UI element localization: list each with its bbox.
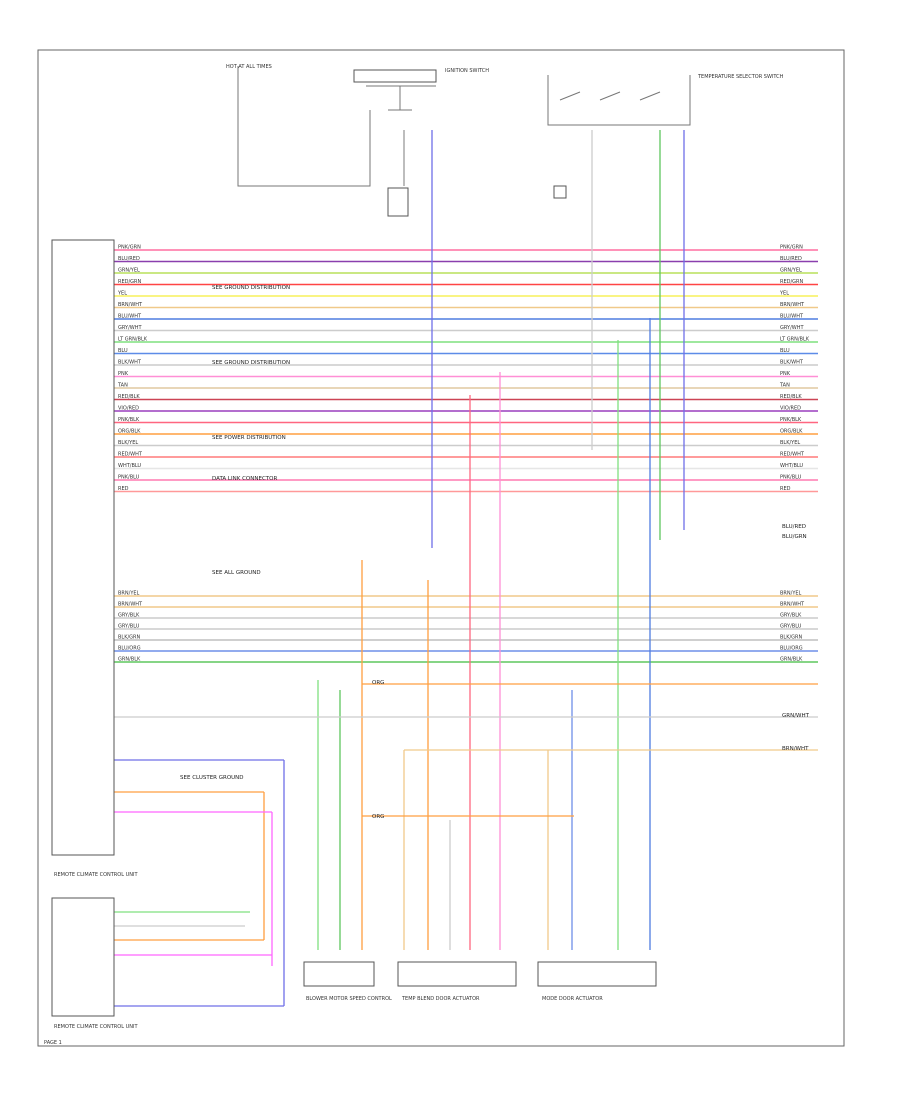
wire-label-right-0: PNK/GRN — [780, 245, 803, 251]
ignition-switch-label: IGNITION SWITCH — [445, 68, 489, 74]
wire-label-right-5: BRN/WHT — [780, 302, 805, 308]
wire-label-right-3: RED/GRN — [780, 279, 804, 285]
wire-label-left-1: BLU/RED — [118, 256, 140, 262]
wire-label-right-9: BLU — [780, 348, 790, 354]
label-org-1: ORG — [372, 680, 384, 686]
wire-label-left-18: RED/WHT — [118, 452, 143, 458]
note-1: SEE GROUND DISTRIBUTION — [212, 285, 290, 291]
wire-label-right-10: BLK/WHT — [780, 360, 804, 366]
wire-label-left-4: YEL — [117, 291, 127, 297]
wire2-label-left-0: BRN/YEL — [118, 591, 140, 597]
blower-speed-control: BLOWER MOTOR SPEED CONTROL — [303, 961, 392, 1002]
wire-label-left-10: BLK/WHT — [118, 360, 142, 366]
wire-label-right-8: LT GRN/BLK — [780, 337, 810, 343]
temperature-selector-switch: TEMPERATURE SELECTOR SWITCH — [547, 74, 784, 199]
wire-label-left-12: TAN — [117, 383, 128, 389]
main-unit-caption: REMOTE CLIMATE CONTROL UNIT — [54, 872, 138, 878]
temp-blend-door-actuator: TEMP BLEND DOOR ACTUATOR — [397, 961, 517, 1002]
wire-label-right-19: WHT/BLU — [780, 463, 803, 469]
wire-layer: PNK/GRN PNK/GRN BLU/RED BLU/RED GRN/YEL GRN/Y… — [114, 130, 818, 1007]
ignition-switch: IGNITION SWITCH — [353, 68, 489, 217]
wire-label-right-4: YEL — [779, 291, 789, 297]
wire-label-left-9: BLU — [118, 348, 128, 354]
wire2-label-right-0: BRN/YEL — [780, 591, 802, 597]
wire-label-left-3: RED/GRN — [118, 279, 142, 285]
wire-label-right-15: PNK/BLK — [780, 417, 802, 423]
wire-label-left-14: VIO/RED — [118, 406, 139, 412]
label-right-a: BLU/RED — [782, 524, 806, 530]
wire2-label-right-4: BLK/GRN — [780, 635, 803, 641]
note-3: SEE POWER DISTRIBUTION — [212, 435, 286, 441]
label-grn-wht: GRN/WHT — [782, 713, 810, 719]
wire2-label-left-2: GRY/BLK — [118, 613, 140, 619]
wire-label-left-19: WHT/BLU — [118, 463, 141, 469]
wire2-label-left-6: GRN/BLK — [118, 657, 141, 663]
wire-label-right-18: RED/WHT — [780, 452, 805, 458]
diagram-frame — [37, 49, 845, 1047]
wire-label-right-16: ORG/BLK — [780, 429, 803, 435]
wire-label-right-6: BLU/WHT — [780, 314, 804, 320]
wire-label-left-13: RED/BLK — [118, 394, 140, 400]
note-2: SEE GROUND DISTRIBUTION — [212, 360, 290, 366]
wire-label-left-11: PNK — [118, 371, 129, 377]
label-right-b: BLU/GRN — [782, 534, 807, 540]
wire-label-right-17: BLK/YEL — [780, 440, 800, 446]
wire-label-right-12: TAN — [779, 383, 790, 389]
note-4: DATA LINK CONNECTOR — [212, 476, 277, 482]
lower-unit-caption: REMOTE CLIMATE CONTROL UNIT — [54, 1024, 138, 1030]
wire-label-right-11: PNK — [780, 371, 791, 377]
wire-label-left-20: PNK/BLU — [118, 475, 140, 481]
wire-label-right-20: PNK/BLU — [780, 475, 802, 481]
wire-label-left-15: PNK/BLK — [118, 417, 140, 423]
wire2-label-right-5: BLU/ORG — [780, 646, 803, 652]
wire2-label-right-2: GRY/BLK — [780, 613, 802, 619]
main-control-unit — [51, 239, 115, 856]
wire-label-left-8: LT GRN/BLK — [118, 337, 148, 343]
wire2-label-left-3: GRY/BLU — [118, 624, 140, 630]
wire-label-left-17: BLK/YEL — [118, 440, 138, 446]
wire-label-left-2: GRN/YEL — [118, 268, 140, 274]
wire2-label-left-5: BLU/ORG — [118, 646, 141, 652]
wire-label-left-21: RED — [118, 486, 129, 492]
wire-label-right-2: GRN/YEL — [780, 268, 802, 274]
wire-label-left-7: GRY/WHT — [118, 325, 142, 331]
wire-label-right-21: RED — [780, 486, 791, 492]
note-5: SEE ALL GROUND — [212, 570, 261, 576]
mode-door-actuator: MODE DOOR ACTUATOR — [537, 961, 657, 1002]
wire-label-left-6: BLU/WHT — [118, 314, 142, 320]
label-brn-wht: BRN/WHT — [782, 746, 809, 752]
top-left-label: HOT AT ALL TIMES — [226, 64, 272, 70]
lower-control-unit — [51, 897, 115, 1017]
wire2-label-right-1: BRN/WHT — [780, 602, 805, 608]
wire-label-right-7: GRY/WHT — [780, 325, 804, 331]
mode-door-label: MODE DOOR ACTUATOR — [542, 996, 603, 1002]
top-left-component: HOT AT ALL TIMES — [226, 64, 371, 187]
wire-label-left-16: ORG/BLK — [118, 429, 141, 435]
label-org-2: ORG — [372, 814, 384, 820]
wire2-label-right-6: GRN/BLK — [780, 657, 803, 663]
temperature-selector-label: TEMPERATURE SELECTOR SWITCH — [697, 74, 784, 80]
page-label: PAGE 1 — [44, 1040, 62, 1046]
wire-label-left-0: PNK/GRN — [118, 245, 141, 251]
wire-label-left-5: BRN/WHT — [118, 302, 143, 308]
blower-speed-control-label: BLOWER MOTOR SPEED CONTROL — [306, 996, 392, 1002]
wire2-label-right-3: GRY/BLU — [780, 624, 802, 630]
wire-label-right-1: BLU/RED — [780, 256, 802, 262]
wire2-label-left-1: BRN/WHT — [118, 602, 143, 608]
wire2-label-left-4: BLK/GRN — [118, 635, 141, 641]
temp-blend-door-label: TEMP BLEND DOOR ACTUATOR — [401, 996, 480, 1002]
wire-label-right-13: RED/BLK — [780, 394, 802, 400]
wire-label-right-14: VIO/RED — [780, 406, 801, 412]
note-6: SEE CLUSTER GROUND — [180, 775, 244, 781]
